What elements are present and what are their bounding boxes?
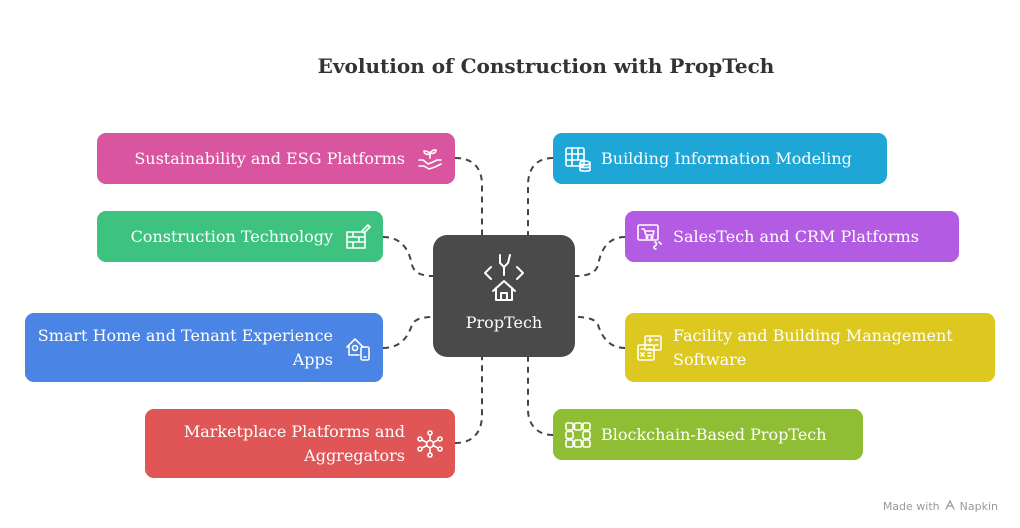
node-marketplace: Marketplace Platforms and Aggregators (145, 409, 455, 478)
node-label: Smart Home and Tenant Experience Apps (37, 325, 333, 369)
house-network-icon (479, 253, 529, 303)
footer-text: Made with (882, 500, 940, 513)
node-bim: Building Information Modeling (553, 133, 887, 184)
node-smarthome: Smart Home and Tenant Experience Apps (25, 313, 383, 382)
hub-label: PropTech (465, 313, 543, 332)
blocks-grid-icon (563, 420, 593, 450)
diagram-title: Evolution of Construction with PropTech (317, 54, 775, 78)
node-label: SalesTech and CRM Platforms (673, 226, 919, 246)
node-label: Blockchain-Based PropTech (601, 424, 827, 444)
calculator-grid-icon (635, 333, 665, 363)
connector-facility (574, 316, 626, 349)
connector-smarthome (382, 316, 434, 349)
connector-construction (382, 236, 434, 277)
node-sustainability: Sustainability and ESG Platforms (97, 133, 455, 184)
node-label: Marketplace Platforms and Aggregators (183, 421, 405, 465)
node-label: Sustainability and ESG Platforms (134, 148, 405, 168)
node-label: Construction Technology (130, 226, 333, 246)
made-with-napkin: Made with Napkin (883, 499, 998, 514)
brick-wall-trowel-icon (343, 222, 373, 252)
smart-home-phone-icon (343, 333, 373, 363)
footer-brand: Napkin (959, 500, 998, 513)
node-label: Facility and Building Management Softwar… (673, 325, 953, 369)
connector-blockchain (527, 357, 554, 436)
node-salestech: SalesTech and CRM Platforms (625, 211, 959, 262)
cart-screen-icon (635, 222, 665, 252)
connector-bim (527, 157, 554, 235)
node-facility: Facility and Building Management Softwar… (625, 313, 995, 382)
center-hub: PropTech (433, 235, 575, 357)
connector-marketplace (454, 357, 483, 444)
node-construction: Construction Technology (97, 211, 383, 262)
connector-sustainability (454, 157, 483, 235)
connector-salestech (574, 236, 626, 277)
hands-plant-icon (415, 144, 445, 174)
table-database-icon (563, 144, 593, 174)
napkin-logo-icon (944, 499, 956, 514)
node-label: Building Information Modeling (601, 148, 852, 168)
network-hub-icon (415, 429, 445, 459)
node-blockchain: Blockchain-Based PropTech (553, 409, 863, 460)
